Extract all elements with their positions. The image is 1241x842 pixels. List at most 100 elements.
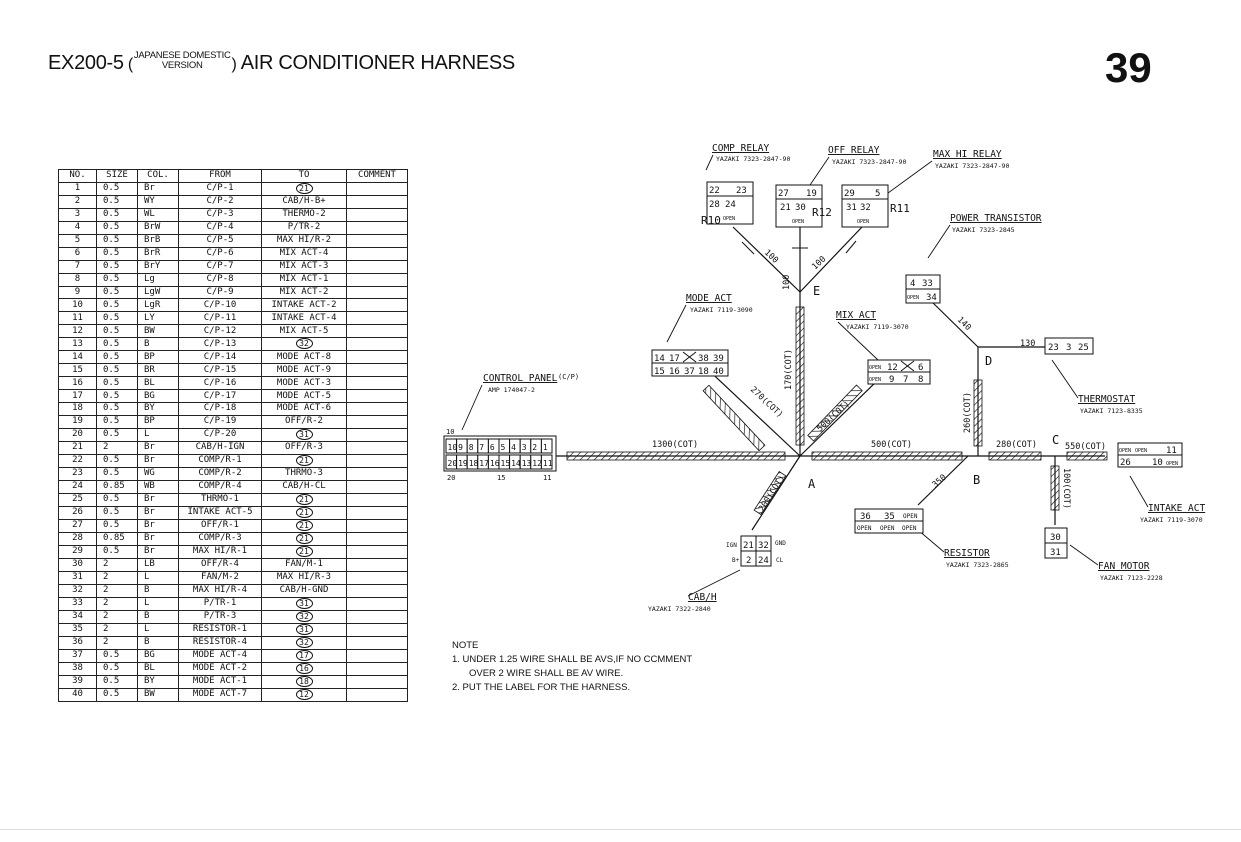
cell-comment bbox=[346, 298, 408, 313]
thermostat-name: THERMOSTAT bbox=[1078, 394, 1135, 405]
control-panel-label: CONTROL PANEL (C/P) AMP 174047-2 bbox=[483, 373, 579, 394]
cp-pin-number: 3 bbox=[522, 443, 527, 452]
r10-body bbox=[706, 181, 754, 225]
page-number: 39 bbox=[1105, 44, 1152, 91]
power-transistor-connector: 4 33 34 OPEN bbox=[905, 274, 941, 304]
cell-to: 21 bbox=[261, 544, 347, 559]
cp-pin-number: 4 bbox=[511, 443, 516, 452]
cp-pin-number: 15 bbox=[501, 459, 511, 468]
sleeve-550 bbox=[1066, 451, 1108, 461]
cell-no: 7 bbox=[58, 259, 97, 274]
leader-cp bbox=[461, 384, 483, 431]
cell-from: COMP/R-2 bbox=[178, 466, 262, 481]
ptr-open: OPEN bbox=[907, 295, 919, 301]
node-b: B bbox=[973, 473, 980, 487]
off-relay-name: OFF RELAY bbox=[828, 145, 880, 156]
sleeve-170 bbox=[795, 306, 805, 446]
wire-to-power-transistor bbox=[929, 299, 979, 348]
sleeve-500b bbox=[807, 384, 863, 442]
fan-pin-30: 30 bbox=[1050, 533, 1061, 543]
r12-pin-27: 27 bbox=[778, 189, 789, 199]
dim-100-max: 100 bbox=[810, 254, 828, 272]
cp-pin-cell bbox=[540, 438, 553, 454]
r11-open: OPEN bbox=[857, 219, 869, 225]
dim-500a: 500(COT) bbox=[871, 440, 912, 450]
mix-act-part: YAZAKI 7119-3070 bbox=[846, 323, 909, 331]
r11-pin-5: 5 bbox=[875, 189, 880, 199]
cab-label-gnd: GND bbox=[775, 540, 786, 547]
mix-pin-8: 8 bbox=[918, 375, 923, 385]
intake-open-c: OPEN bbox=[1166, 461, 1178, 467]
cell-from: C/P-14 bbox=[178, 350, 262, 365]
cell-from: COMP/R-1 bbox=[178, 453, 262, 468]
cell-comment bbox=[346, 544, 408, 559]
cell-comment bbox=[346, 402, 408, 416]
node-e: E bbox=[813, 284, 820, 298]
r11-pin-31: 31 bbox=[846, 203, 857, 213]
control-panel-part: AMP 174047-2 bbox=[488, 386, 535, 394]
cab-label-ign: IGN bbox=[726, 542, 737, 549]
title-paren-close: ) bbox=[231, 56, 237, 73]
cell-comment bbox=[346, 363, 408, 378]
cell-size: 0.5 bbox=[96, 259, 138, 274]
cp-pin-number: 18 bbox=[469, 459, 479, 468]
cell-comment bbox=[346, 259, 408, 274]
note-1-cont: OVER 2 WIRE SHALL BE AV WIRE. bbox=[469, 668, 624, 679]
fan-motor-name: FAN MOTOR bbox=[1098, 561, 1150, 572]
intake-pin-11: 11 bbox=[1166, 446, 1177, 456]
leader-off bbox=[807, 156, 830, 189]
leader-res bbox=[917, 529, 945, 553]
circled-ref: 21 bbox=[295, 506, 313, 518]
mode-pin-39: 39 bbox=[713, 354, 724, 364]
mode-pin-40: 40 bbox=[713, 367, 724, 377]
control-panel-sub: (C/P) bbox=[558, 373, 579, 381]
dim-100-off: 100 bbox=[782, 275, 792, 290]
component-labels: COMP RELAY YAZAKI 7323-2847-90 OFF RELAY… bbox=[483, 143, 1205, 613]
intake-pin-10: 10 bbox=[1152, 458, 1163, 468]
comp-relay-label: COMP RELAY YAZAKI 7323-2847-90 bbox=[712, 143, 790, 163]
mix-pin-6: 6 bbox=[918, 363, 923, 373]
circled-ref: 17 bbox=[295, 649, 313, 661]
sleeve-500a bbox=[811, 451, 963, 461]
comp-relay-connector: 22 23 28 24 OPEN R10 bbox=[701, 181, 754, 227]
cp-pin-label-10: 10 bbox=[446, 428, 454, 436]
leader-ptr bbox=[927, 224, 951, 259]
dim-100cot: 100(COT) bbox=[1061, 468, 1071, 509]
mode-pin-16: 16 bbox=[669, 367, 680, 377]
dim-350: 350 bbox=[931, 473, 949, 491]
cp-pin-cell bbox=[540, 454, 553, 470]
thermostat-connector: 23 3 25 bbox=[1044, 337, 1094, 355]
circled-ref: 21 bbox=[295, 493, 313, 505]
thermostat-part: YAZAKI 7123-8335 bbox=[1080, 407, 1143, 415]
cell-comment bbox=[346, 311, 408, 326]
sleeve-280 bbox=[988, 451, 1042, 461]
cell-size: 0.5 bbox=[96, 427, 138, 442]
res-open-c: OPEN bbox=[880, 525, 895, 532]
dim-280: 280(COT) bbox=[996, 440, 1037, 450]
cell-no: 6 bbox=[58, 246, 97, 261]
cp-pin-number: 2 bbox=[532, 443, 537, 452]
resistor-part: YAZAKI 7323-2865 bbox=[946, 561, 1009, 569]
cell-from: C/P-17 bbox=[178, 389, 262, 403]
circled-ref: 32 bbox=[295, 636, 313, 648]
circled-ref: 21 bbox=[295, 182, 313, 194]
cell-from: C/P-18 bbox=[178, 402, 262, 416]
dim-130: 130 bbox=[1020, 339, 1035, 349]
off-relay-part: YAZAKI 7323-2847-90 bbox=[832, 158, 906, 166]
